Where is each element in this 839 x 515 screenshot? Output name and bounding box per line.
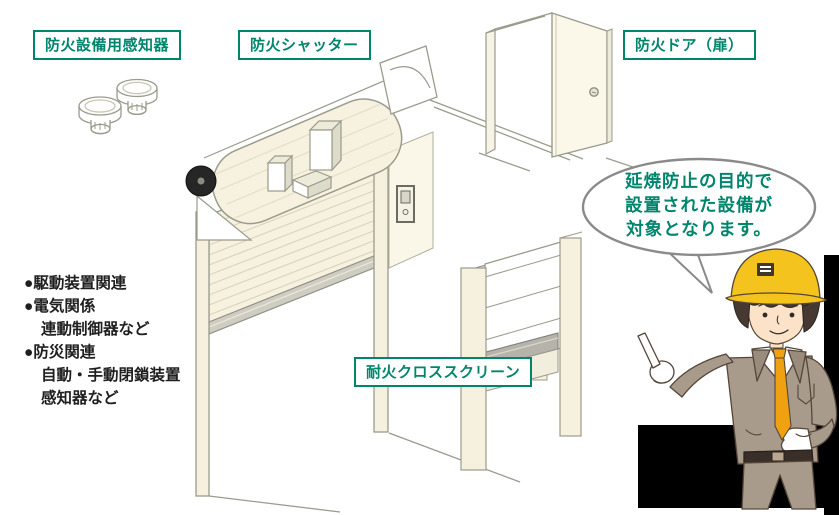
label-fire-detector: 防火設備用感知器 bbox=[33, 30, 182, 60]
shutter-control-units bbox=[266, 119, 343, 199]
component-notes-list: ●駆動装置関連 ●電気関係 連動制御器など ●防災関連 自動・手動閉鎖装置 感知… bbox=[24, 272, 181, 410]
bubble-line: 延焼防止の目的で bbox=[625, 171, 773, 191]
worker-character bbox=[637, 248, 838, 510]
bubble-line: 対象となります。 bbox=[626, 219, 772, 239]
note-line: 感知器など bbox=[41, 390, 119, 407]
cross-screen-illustration bbox=[460, 231, 583, 471]
shutter-roll bbox=[211, 98, 403, 225]
fire-door-illustration bbox=[485, 12, 613, 158]
smoke-detector-icon bbox=[78, 96, 122, 135]
hard-hat-icon bbox=[725, 248, 827, 305]
tie bbox=[772, 348, 792, 441]
note-line: 連動制御器など bbox=[41, 321, 150, 338]
label-fire-door: 防火ドア（扉） bbox=[623, 30, 756, 60]
door-knob-icon bbox=[589, 87, 599, 97]
note-line: 自動・手動閉鎖装置 bbox=[41, 367, 181, 384]
label-fire-shutter: 防火シャッター bbox=[238, 30, 371, 60]
shutter-control-box-icon bbox=[396, 185, 415, 223]
speech-bubble bbox=[581, 157, 817, 294]
label-cross-screen: 耐火クロススクリーン bbox=[354, 357, 533, 387]
pointing-hand-icon bbox=[637, 332, 675, 384]
note-line: ●防災関連 bbox=[24, 344, 96, 361]
bubble-line: 設置された設備が bbox=[625, 195, 773, 215]
fire-detectors-illustration bbox=[78, 78, 158, 135]
smoke-detector-icon bbox=[116, 78, 158, 116]
speech-bubble-text: 延焼防止の目的で 設置された設備が 対象となります。 bbox=[582, 169, 816, 241]
fire-shutter-illustration bbox=[185, 45, 438, 497]
note-line: ●電気関係 bbox=[24, 298, 96, 315]
screen-fold-lines bbox=[484, 254, 562, 341]
note-line: ●駆動装置関連 bbox=[24, 275, 127, 292]
